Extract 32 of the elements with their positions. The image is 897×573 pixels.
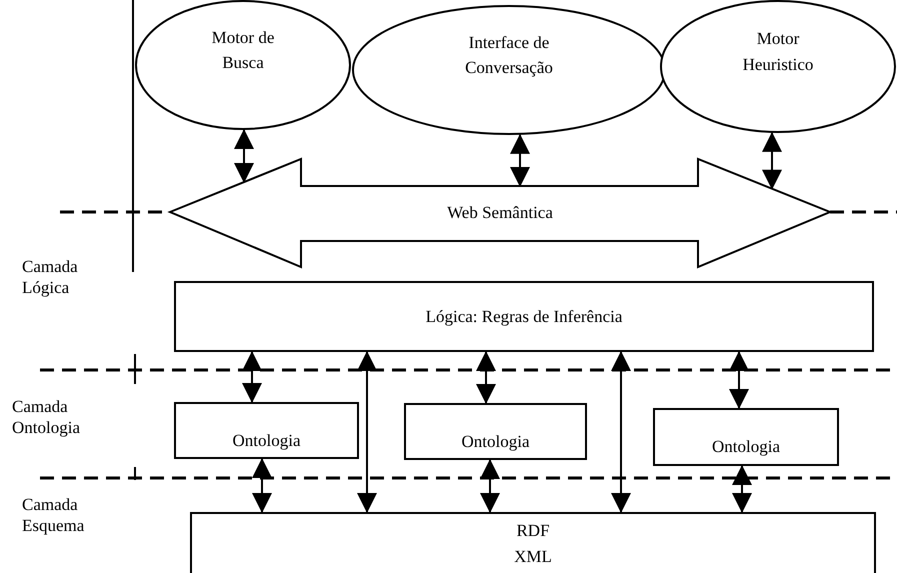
double-arrow xyxy=(234,129,254,184)
layer-box xyxy=(174,402,359,459)
layer-box xyxy=(190,512,876,573)
layer-label: Camada Esquema xyxy=(22,494,86,536)
double-arrow xyxy=(510,134,530,187)
layer-box xyxy=(174,281,874,352)
node-label: Interface de Conversação xyxy=(464,32,554,79)
layer-label: Camada Lógica xyxy=(22,256,79,298)
node-label: Ontologia xyxy=(711,436,781,458)
double-arrow xyxy=(732,465,752,513)
layer-box xyxy=(653,408,839,466)
double-arrow-shape xyxy=(170,159,830,267)
node-label: Lógica: Regras de Inferência xyxy=(424,306,624,328)
node-label: Motor Heuristico xyxy=(742,28,814,76)
node-label: Ontologia xyxy=(460,430,530,453)
double-arrow xyxy=(357,351,377,513)
double-arrow xyxy=(611,351,631,513)
double-arrow xyxy=(252,458,272,513)
ellipse-node xyxy=(660,0,896,133)
node-label: Ontologia xyxy=(232,430,302,452)
double-arrow xyxy=(762,132,782,190)
node-label: Motor de Busca xyxy=(210,26,276,74)
node-label: Web Semântica xyxy=(446,202,554,224)
double-arrow xyxy=(729,351,749,409)
double-arrow xyxy=(242,351,262,403)
layer-label: Camada Ontologia xyxy=(12,396,81,438)
ellipse-node xyxy=(135,0,351,130)
double-arrow xyxy=(476,351,496,404)
double-arrow xyxy=(480,459,500,513)
ellipse-node xyxy=(352,5,666,135)
layer-box xyxy=(404,403,587,460)
node-label: RDF XML xyxy=(513,520,553,568)
